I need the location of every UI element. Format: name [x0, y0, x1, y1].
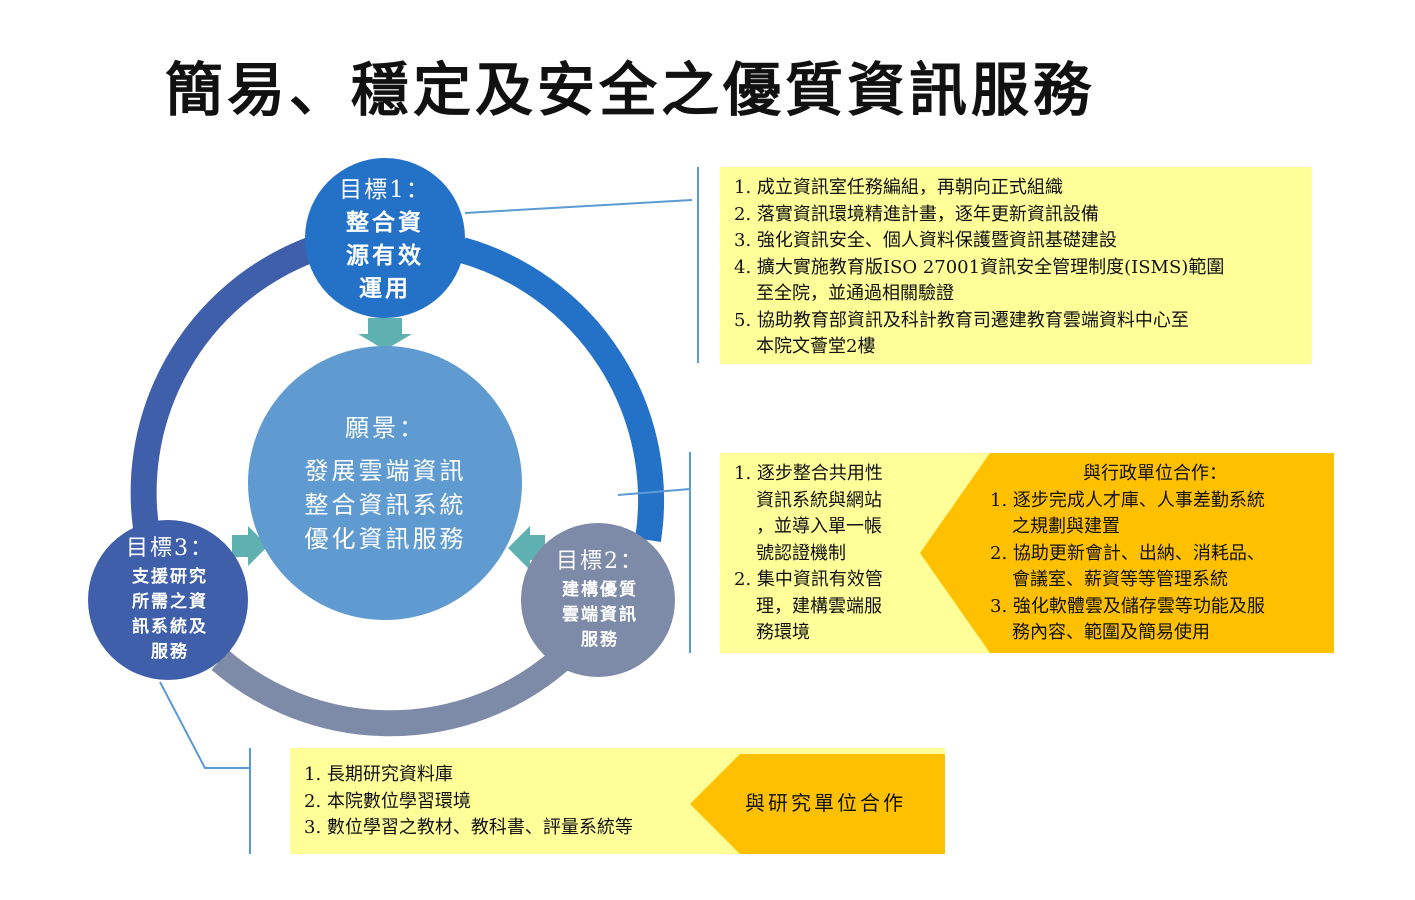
goal3-text: 支援研究 所需之資 訊系統及 服務	[132, 567, 208, 662]
list-item: 3. 數位學習之教材、教科書、評量系統等	[304, 817, 633, 838]
goal3-actions-list: 1. 長期研究資料庫 2. 本院數位學習環境 3. 數位學習之教材、教科書、評量…	[304, 762, 704, 842]
research-coop-title: 與研究單位合作	[745, 791, 906, 815]
list-item: 2. 協助更新會計、出納、消耗品、 會議室、薪資等等管理系統	[990, 542, 1265, 591]
goal3-circle	[88, 520, 248, 680]
vision-circle	[248, 346, 522, 620]
ring-arc-left	[130, 237, 315, 543]
page-title: 簡易、穩定及安全之優質資訊服務	[165, 56, 1096, 124]
vision-text: 發展雲端資訊 整合資訊系統 優化資訊服務	[304, 457, 467, 553]
arrow-right-icon	[232, 526, 268, 566]
list-item: 2. 落實資訊環境精進計畫，逐年更新資訊設備	[734, 203, 1099, 225]
list-item: 4. 擴大實施教育版ISO 27001資訊安全管理制度(ISMS)範圍 至全院，…	[734, 256, 1225, 305]
goal1-text: 整合資 源有效 運用	[346, 208, 424, 302]
goal3-label: 目標3：	[126, 536, 214, 561]
goal1-actions-list: 1. 成立資訊室任務編組，再朝向正式組織 2. 落實資訊環境精進計畫，逐年更新資…	[734, 175, 1309, 361]
list-item: 2. 本院數位學習環境	[304, 790, 471, 812]
admin-coop-title: 與行政單位合作：	[1083, 463, 1227, 484]
list-item: 3. 強化資訊安全、個人資料保護暨資訊基礎建設	[734, 230, 1117, 251]
admin-coop-list: 1. 逐步完成人才庫、人事差勤系統 之規劃與建置 2. 協助更新會計、出納、消耗…	[990, 488, 1330, 647]
admin-coop-section: 與行政單位合作： 1. 逐步完成人才庫、人事差勤系統 之規劃與建置 2. 協助更…	[990, 461, 1330, 647]
goal3-node: 目標3： 支援研究 所需之資 訊系統及 服務	[90, 525, 250, 675]
goal2-actions-list: 1. 逐步整合共用性 資訊系統與網站 ，並導入單一帳 號認證機制 2. 集中資訊…	[734, 461, 934, 647]
goal2-actions-box: 1. 逐步整合共用性 資訊系統與網站 ，並導入單一帳 號認證機制 2. 集中資訊…	[720, 453, 1334, 653]
admin-coop-arrow-shape	[920, 453, 1334, 653]
list-item: 1. 成立資訊室任務編組，再朝向正式組織	[734, 177, 1063, 198]
list-item: 5. 協助教育部資訊及科計教育司遷建教育雲端資料中心至 本院文薈堂2樓	[734, 309, 1189, 358]
goal1-circle	[305, 158, 465, 318]
goal2-circle	[521, 523, 675, 677]
list-item: 1. 逐步整合共用性 資訊系統與網站 ，並導入單一帳 號認證機制	[734, 463, 883, 564]
connector-goal3	[159, 681, 250, 769]
goal1-node: 目標1： 整合資 源有效 運用	[305, 165, 465, 315]
list-item: 1. 長期研究資料庫	[304, 764, 453, 785]
goal1-actions-box: 1. 成立資訊室任務編組，再朝向正式組織 2. 落實資訊環境精進計畫，逐年更新資…	[720, 167, 1312, 364]
list-item: 2. 集中資訊有效管 理，建構雲端服 務環境	[734, 569, 883, 643]
list-item: 1. 逐步完成人才庫、人事差勤系統 之規劃與建置	[990, 489, 1265, 538]
connector-goal2	[617, 488, 691, 496]
ring-arc-bottom	[211, 650, 569, 737]
goal1-label: 目標1：	[339, 176, 431, 203]
list-item: 3. 強化軟體雲及儲存雲等功能及服 務內容、範圍及簡易使用	[990, 595, 1265, 644]
connector-goal1	[464, 199, 693, 214]
goal2-label: 目標2：	[556, 548, 644, 574]
goal3-actions-box: 1. 長期研究資料庫 2. 本院數位學習環境 3. 數位學習之教材、教科書、評量…	[290, 748, 945, 854]
vision-node: 願景： 發展雲端資訊 整合資訊系統 優化資訊服務	[248, 360, 523, 610]
arrow-down-icon	[358, 318, 412, 350]
goal2-node: 目標2： 建構優質 雲端資訊 服務	[520, 530, 680, 670]
research-coop-arrow-shape	[690, 754, 945, 854]
goal2-text: 建構優質 雲端資訊 服務	[562, 579, 638, 650]
ring-arc-right	[458, 237, 665, 542]
vision-label: 願景：	[345, 414, 426, 442]
